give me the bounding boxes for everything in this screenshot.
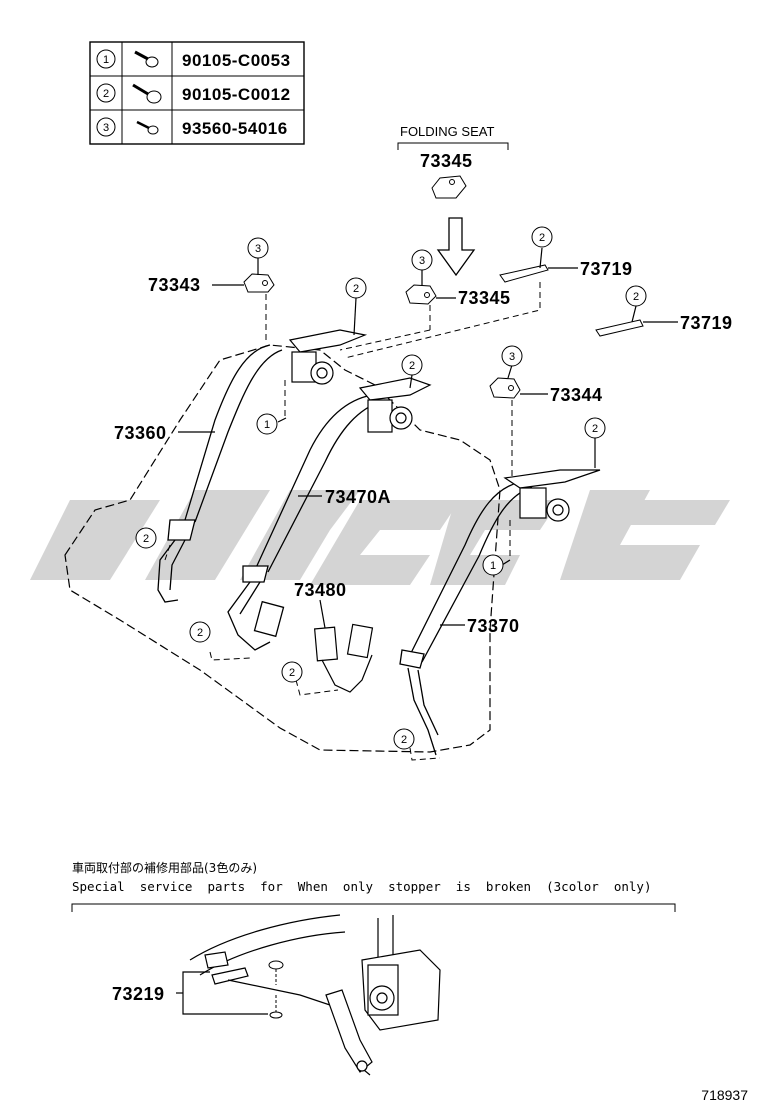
circle-ref-2: 2 [143, 533, 149, 545]
circle-ref-3: 3 [419, 255, 425, 267]
table-part-number-2: 90105-C0012 [182, 85, 291, 104]
callout-73719-a: 73719 [580, 259, 633, 279]
table-part-number-1: 90105-C0053 [182, 51, 291, 70]
anchor-cover-73345-mid [405, 284, 437, 305]
callout-73360: 73360 [114, 423, 167, 443]
plate-73719-b [595, 319, 644, 337]
screw-icon [136, 120, 159, 135]
table-part-number-3: 93560-54016 [182, 119, 288, 138]
leader-lines [178, 247, 678, 629]
buckle-73480 [313, 623, 374, 693]
figure-number: 718937 [701, 1087, 748, 1103]
detail-73219: 73219 [112, 914, 441, 1076]
circle-refs [135, 226, 647, 750]
circle-ref-2: 2 [409, 360, 415, 372]
dashed-leaders [164, 282, 541, 761]
circle-ref-2: 2 [197, 627, 203, 639]
circle-ref-3: 3 [255, 243, 261, 255]
note-english: Special service parts for When only stop… [72, 879, 651, 894]
note-japanese: 車両取付部の補修用部品(3色のみ) [72, 860, 257, 875]
callout-73370: 73370 [467, 616, 520, 636]
circle-ref-2: 2 [592, 423, 598, 435]
table-row: 2 90105-C0012 [96, 83, 291, 104]
circle-ref-1: 1 [490, 560, 496, 572]
push-rivet-icon [268, 960, 284, 1019]
seat-belt-73360 [157, 344, 283, 603]
table-ref-3: 3 [103, 122, 109, 134]
callout-73344: 73344 [550, 385, 603, 405]
anchor-cover-73343 [243, 273, 275, 293]
folding-seat-label: FOLDING SEAT [400, 124, 494, 139]
down-arrow-icon [436, 217, 476, 277]
plate-73719-a [499, 264, 549, 283]
detail-stopper-plate [204, 951, 373, 1076]
folding-seat-group: FOLDING SEAT 73345 [397, 124, 509, 277]
service-note: 車両取付部の補修用部品(3色のみ) Special service parts … [71, 860, 676, 912]
table-ref-2: 2 [103, 88, 109, 100]
retractor-left [288, 329, 368, 385]
fastener-table: 1 90105-C0053 2 90105-C0012 3 93560-5401 [89, 41, 305, 145]
circle-ref-2: 2 [289, 667, 295, 679]
callout-73345-mid: 73345 [458, 288, 511, 308]
callout-73345-top: 73345 [420, 151, 473, 171]
circle-ref-2: 2 [539, 232, 545, 244]
callout-73480: 73480 [294, 580, 347, 600]
table-ref-1: 1 [103, 54, 109, 66]
callout-73719-b: 73719 [680, 313, 733, 333]
bolt-icon [132, 83, 162, 104]
bolt-icon [134, 50, 159, 68]
callout-73470a: 73470A [325, 487, 391, 507]
circle-ref-1: 1 [264, 419, 270, 431]
table-row: 1 90105-C0053 [96, 49, 291, 70]
retractor-right [503, 469, 601, 522]
detail-brackets [176, 971, 268, 1015]
callout-73343: 73343 [148, 275, 201, 295]
circle-ref-3: 3 [509, 351, 515, 363]
table-row: 3 93560-54016 [96, 117, 288, 138]
part-callouts: 73343 73345 73719 73719 73344 73360 7347… [114, 259, 733, 636]
retractor-middle [358, 377, 432, 433]
anchor-cover-73345-top [431, 175, 467, 199]
callout-73219: 73219 [112, 984, 165, 1004]
anchor-cover-73344 [489, 377, 521, 399]
circle-ref-2: 2 [401, 734, 407, 746]
circle-ref-2: 2 [353, 283, 359, 295]
detail-retractor [361, 949, 441, 1031]
circle-ref-labels: 3 3 3 2 2 2 2 2 2 2 2 2 1 1 [143, 232, 639, 746]
circle-ref-2: 2 [633, 291, 639, 303]
